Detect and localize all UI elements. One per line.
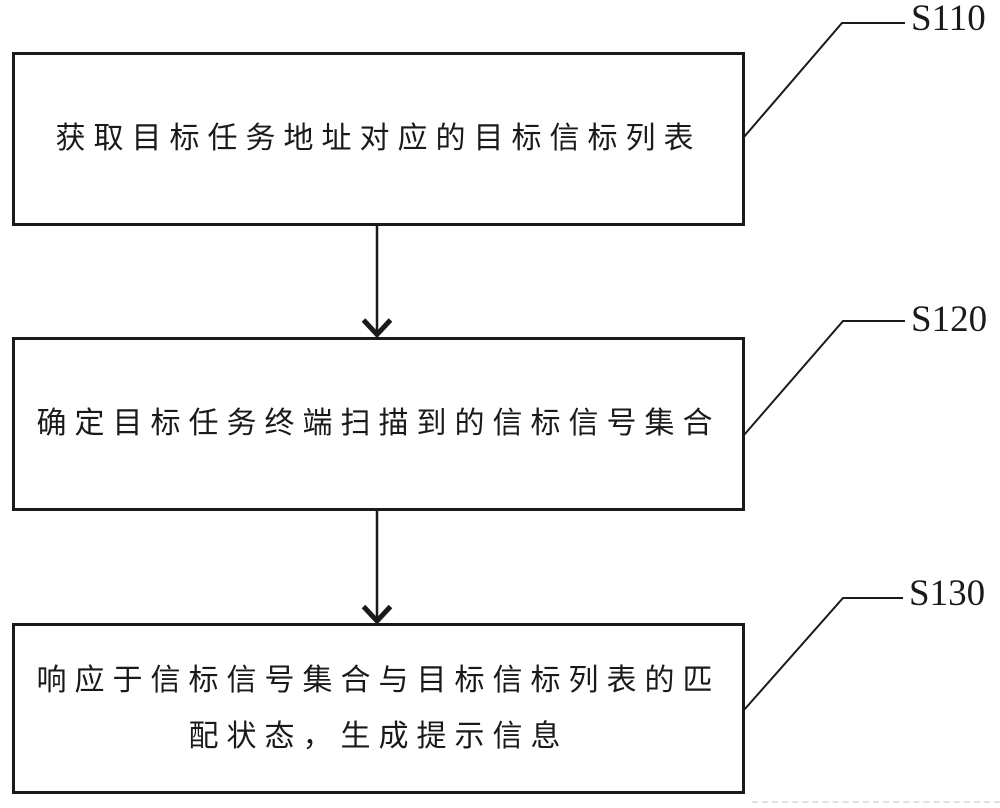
leader-line-s110 (743, 22, 905, 138)
flow-arrow-2 (361, 509, 393, 625)
step-text-s130-line2: 配状态，生成提示信息 (188, 719, 569, 753)
step-text-s110: 获取目标任务地址对应的目标信标列表 (55, 122, 702, 155)
leader-line-s120 (743, 320, 905, 436)
step-text-s120: 确定目标任务终端扫描到的信标信号集合 (36, 407, 721, 440)
scan-artifact-dashed-line (752, 801, 1000, 803)
leader-line-s130 (743, 597, 903, 711)
flow-arrow-1 (361, 224, 393, 339)
step-label-s110: S110 (911, 0, 986, 39)
step-box-s110: 获取目标任务地址对应的目标信标列表 (12, 52, 745, 226)
step-label-s120: S120 (911, 299, 988, 340)
step-box-s130: 响应于信标信号集合与目标信标列表的匹 配状态，生成提示信息 (12, 623, 745, 794)
step-text-s130-line1: 响应于信标信号集合与目标信标列表的匹 (36, 663, 721, 697)
step-box-s120: 确定目标任务终端扫描到的信标信号集合 (12, 337, 745, 511)
step-label-s130: S130 (909, 573, 986, 614)
